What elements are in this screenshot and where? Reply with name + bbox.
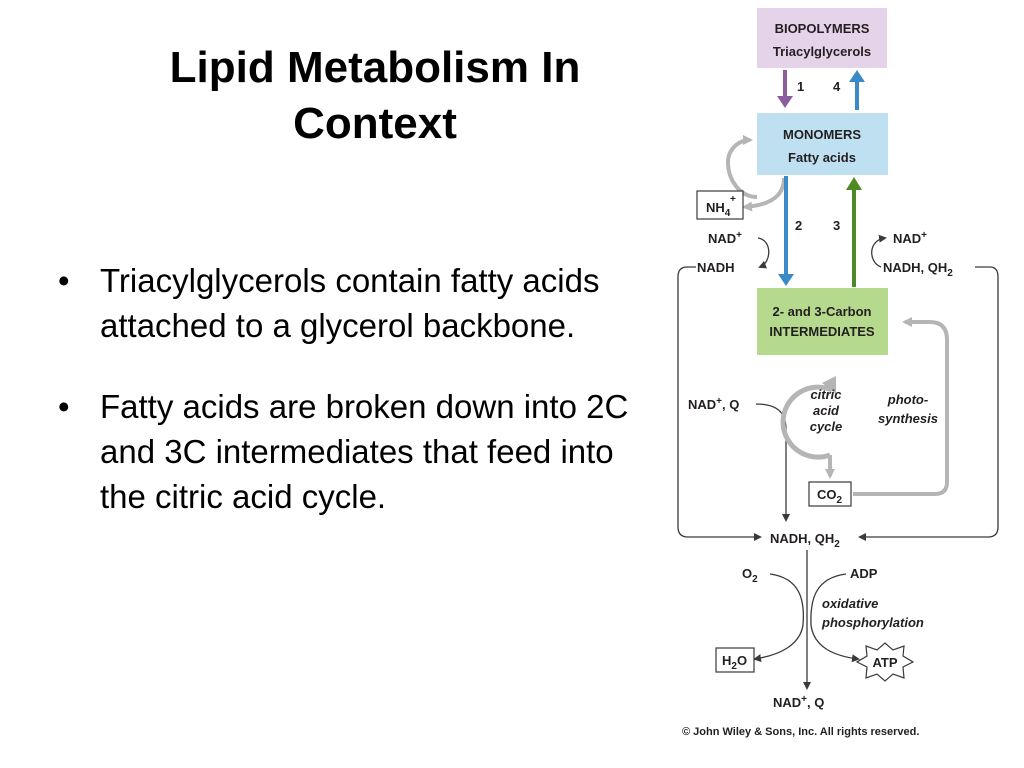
h2o-label: H2O [722, 653, 747, 672]
intermediates-box [757, 288, 888, 355]
oxidative-label-2: phosphorylation [821, 615, 924, 630]
arrow-2-head [778, 274, 794, 286]
bullet-item: • Triacylglycerols contain fatty acids a… [58, 258, 658, 348]
step-2-label: 2 [795, 218, 802, 233]
o2-to-h2o-curve [753, 573, 805, 663]
nad-q-left-label: NAD+, Q [688, 396, 739, 412]
intermediates-line-2: INTERMEDIATES [769, 324, 875, 339]
metabolism-diagram: BIOPOLYMERS Triacylglycerols MONOMERS Fa… [677, 8, 999, 738]
slide-title-line-1: Lipid Metabolism In [169, 43, 581, 92]
nad-right-curve [871, 234, 887, 268]
citric-label-2: acid [813, 403, 840, 418]
photosynthesis-label-1: photo- [887, 392, 928, 407]
citric-label-1: citric [810, 387, 842, 402]
oxidative-label-1: oxidative [822, 596, 878, 611]
biopolymers-subtitle: Triacylglycerols [773, 44, 871, 59]
bullet-dot: • [58, 262, 70, 299]
bullet-text: Fatty acids are broken down into 2C and … [100, 388, 629, 515]
monomers-box [757, 113, 888, 175]
nad-q-bottom-label: NAD+, Q [773, 694, 824, 710]
o2-label: O2 [742, 566, 758, 585]
slide-title: Lipid Metabolism In Context [100, 40, 650, 152]
biopolymers-box [757, 8, 887, 68]
biopolymers-title: BIOPOLYMERS [775, 21, 870, 36]
arrow-4-head [849, 70, 865, 82]
co2-label: CO2 [817, 487, 843, 506]
nad-right-label: NAD+ [893, 230, 927, 246]
atp-label: ATP [872, 655, 897, 670]
nadh-qh2-right-label: NADH, QH2 [883, 260, 953, 279]
co2-box [808, 481, 852, 507]
nad-left-label: NAD+ [708, 230, 742, 246]
citric-cycle-arrowhead [822, 376, 836, 394]
adp-to-atp-curve [810, 573, 860, 663]
step-4-label: 4 [833, 79, 841, 94]
photosynthesis-label-2: synthesis [878, 411, 938, 426]
atp-starburst [855, 642, 915, 682]
citric-cycle-arrow [780, 384, 833, 460]
nadh-qh2-center-label: NADH, QH2 [770, 531, 840, 550]
step-3-label: 3 [833, 218, 840, 233]
slide-title-line-2: Context [293, 99, 457, 148]
nitrogen-release-arrow [742, 177, 786, 212]
arrow-1-head [777, 96, 793, 108]
nadh-left-label: NADH [697, 260, 735, 275]
nad-left-curve [757, 237, 770, 269]
citric-label-3: cycle [810, 419, 843, 434]
right-electron-line [858, 266, 999, 541]
step-1-label: 1 [797, 79, 804, 94]
photosynthesis-arrow [853, 317, 949, 496]
left-electron-line [677, 266, 762, 541]
h2o-box [715, 647, 755, 673]
arrow-3-head [846, 177, 862, 190]
nh4-box [696, 190, 744, 220]
copyright-text: © John Wiley & Sons, Inc. All rights res… [682, 726, 919, 738]
monomers-title: MONOMERS [783, 127, 861, 142]
nh4-charge: + [730, 194, 736, 205]
nh4-label: NH4 [706, 200, 731, 219]
nitrogen-recycle-arrow [725, 135, 758, 199]
bullet-text: Triacylglycerols contain fatty acids att… [100, 262, 600, 344]
intermediates-line-1: 2- and 3-Carbon [773, 304, 872, 319]
bullet-dot: • [58, 388, 70, 425]
adp-label: ADP [850, 566, 878, 581]
bullet-item: • Fatty acids are broken down into 2C an… [58, 384, 658, 519]
monomers-subtitle: Fatty acids [788, 150, 856, 165]
bullet-list: • Triacylglycerols contain fatty acids a… [58, 258, 658, 555]
